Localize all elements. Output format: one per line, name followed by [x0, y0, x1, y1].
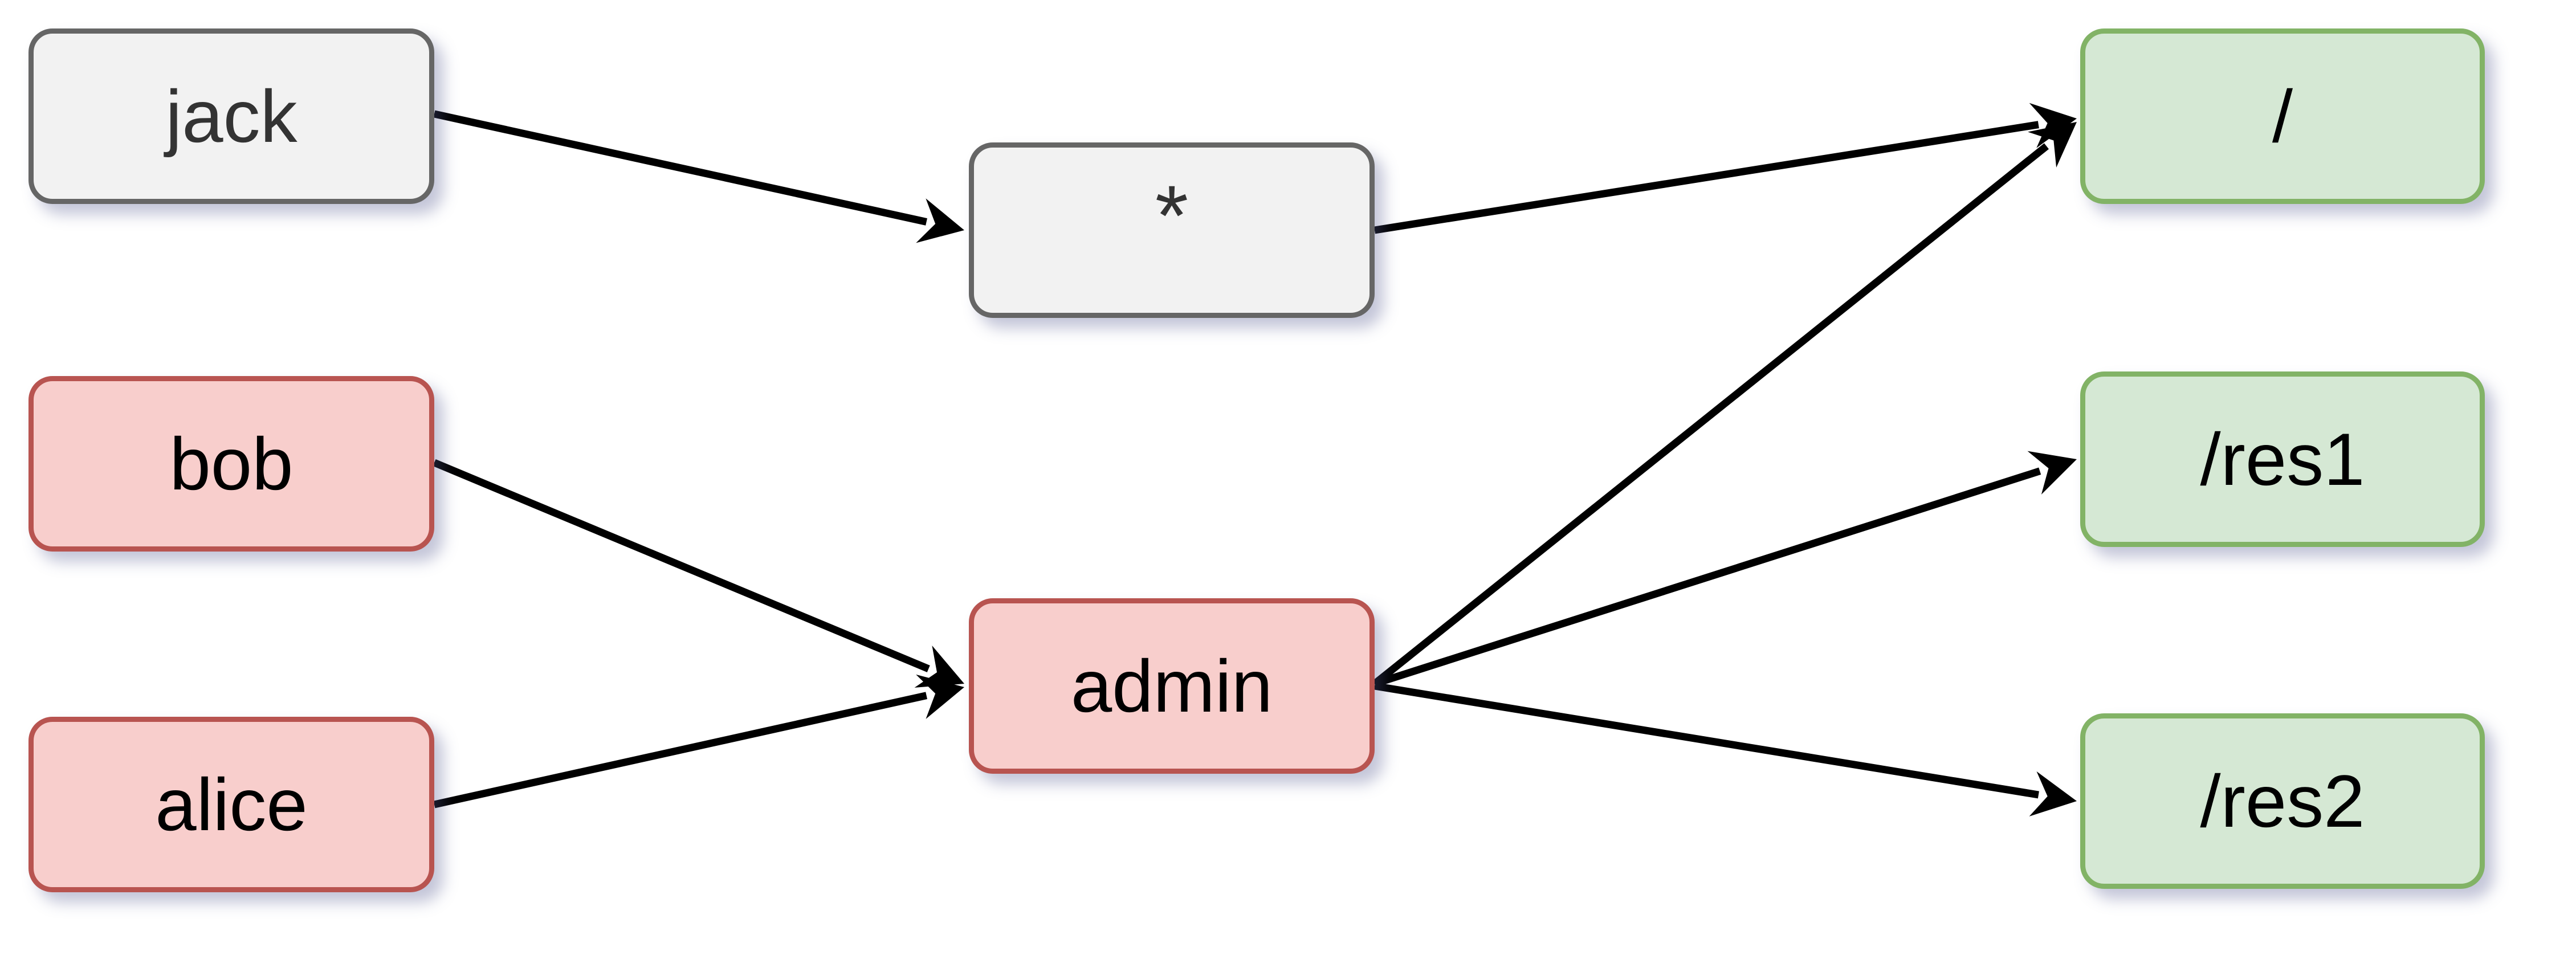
- node-star[interactable]: *: [969, 142, 1375, 318]
- edge-arrowhead-alice-admin: [916, 674, 964, 719]
- edge-line-jack-star: [433, 110, 927, 226]
- edge-line-admin-root: [1372, 143, 2049, 687]
- edge-line-alice-admin: [433, 692, 928, 808]
- node-res1[interactable]: /res1: [2080, 371, 2485, 547]
- node-jack[interactable]: jack: [28, 28, 434, 204]
- edge-arrowhead-star-root: [2029, 103, 2077, 148]
- edge-admin-res2: [1373, 682, 2077, 816]
- edge-arrowhead-admin-root: [2028, 122, 2077, 168]
- node-label-root: /: [2272, 75, 2293, 158]
- edge-arrowhead-bob-admin: [914, 646, 964, 688]
- node-alice[interactable]: alice: [28, 717, 434, 892]
- edge-line-bob-admin: [433, 459, 930, 672]
- node-root[interactable]: /: [2080, 28, 2485, 204]
- node-bob[interactable]: bob: [28, 376, 434, 552]
- edge-bob-admin: [433, 459, 964, 688]
- edge-jack-star: [433, 110, 964, 243]
- node-res2[interactable]: /res2: [2080, 713, 2485, 889]
- node-label-res2: /res2: [2200, 760, 2365, 843]
- node-label-res1: /res1: [2200, 418, 2365, 501]
- node-label-jack: jack: [165, 75, 297, 158]
- edge-star-root: [1373, 103, 2077, 234]
- edge-arrowhead-admin-res2: [2029, 771, 2077, 816]
- node-label-bob: bob: [169, 422, 294, 505]
- edge-admin-res1: [1373, 451, 2077, 688]
- node-label-alice: alice: [155, 763, 308, 846]
- node-label-admin: admin: [1070, 644, 1273, 728]
- edge-admin-root: [1372, 122, 2077, 687]
- edge-line-star-root: [1373, 121, 2039, 234]
- edge-line-admin-res1: [1373, 467, 2041, 688]
- edge-arrowhead-jack-star: [916, 198, 964, 243]
- edge-line-admin-res2: [1373, 682, 2039, 799]
- edge-arrowhead-admin-res1: [2027, 451, 2077, 495]
- edge-alice-admin: [433, 674, 964, 808]
- node-label-star: *: [1155, 168, 1189, 263]
- node-admin[interactable]: admin: [969, 598, 1375, 774]
